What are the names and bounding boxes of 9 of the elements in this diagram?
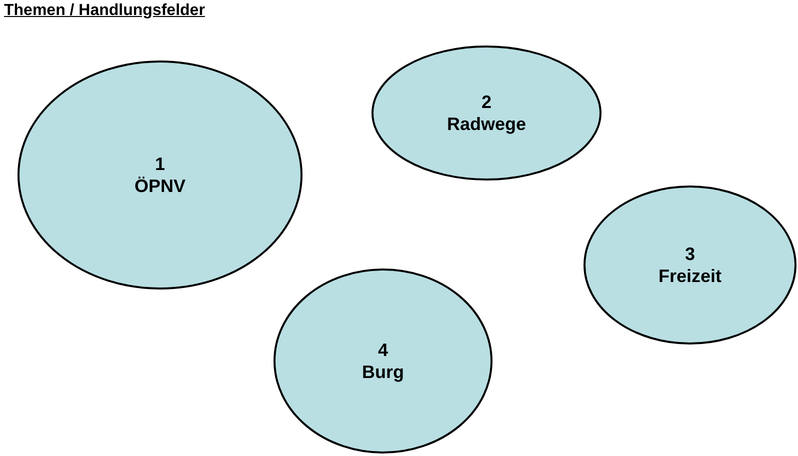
title: Themen / Handlungsfelder xyxy=(4,1,205,21)
number-label: 4 xyxy=(378,339,388,361)
number-label: 2 xyxy=(481,91,492,113)
topic-label: Burg xyxy=(362,361,404,383)
topic-label: Freizeit xyxy=(658,265,722,287)
topic-label: ÖPNV xyxy=(134,175,186,197)
number-label: 1 xyxy=(154,153,165,175)
number-label: 3 xyxy=(684,243,695,265)
topic-label: Radwege xyxy=(446,113,526,135)
